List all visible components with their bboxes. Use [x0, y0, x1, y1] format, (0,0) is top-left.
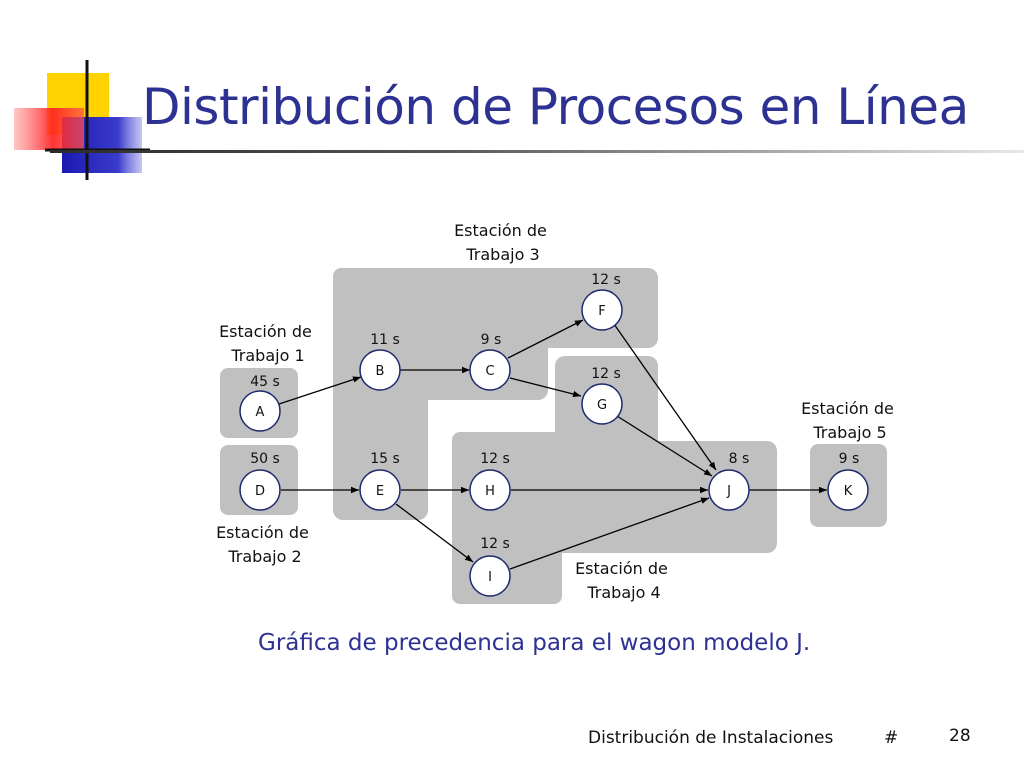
task-label-G: G: [597, 398, 607, 413]
task-time-C: 9 s: [481, 332, 502, 348]
task-label-C: C: [485, 364, 494, 379]
task-node-F: F: [581, 289, 623, 331]
task-label-K: K: [844, 484, 853, 499]
task-label-H: H: [485, 484, 495, 499]
task-label-I: I: [488, 570, 492, 585]
task-times: 45 s 11 s 9 s 50 s 15 s 12 s 12 s 12 s 1…: [250, 272, 859, 552]
task-time-F: 12 s: [591, 272, 621, 288]
station-5-label: Estación de Trabajo 5: [801, 399, 899, 442]
edge-C-G: [509, 377, 582, 398]
task-time-K: 9 s: [839, 451, 860, 467]
task-time-I: 12 s: [480, 536, 510, 552]
task-node-E: E: [359, 469, 401, 511]
edge-E-I: [395, 503, 474, 563]
station-4-region: [452, 356, 777, 604]
slide-title: Distribución de Procesos en Línea: [142, 78, 969, 136]
task-time-A: 45 s: [250, 374, 280, 390]
task-label-D: D: [255, 484, 265, 499]
edge-A-B: [278, 376, 362, 405]
footer-text: Distribución de Instalaciones: [588, 728, 834, 748]
page-number: 28: [949, 726, 971, 746]
task-node-K: K: [827, 469, 869, 511]
task-node-J: J: [708, 469, 750, 511]
task-node-I: I: [469, 555, 511, 597]
task-node-B: B: [359, 349, 401, 391]
task-time-J: 8 s: [729, 451, 750, 467]
task-nodes: A B C D E F G H: [239, 289, 869, 597]
station-3-region: [333, 268, 658, 520]
task-label-E: E: [376, 484, 384, 499]
task-node-G: G: [581, 383, 623, 425]
task-time-B: 11 s: [370, 332, 400, 348]
edge-F-J: [613, 323, 717, 471]
station-1-label: Estación de Trabajo 1: [219, 322, 317, 365]
task-time-D: 50 s: [250, 451, 280, 467]
task-node-H: H: [469, 469, 511, 511]
task-time-G: 12 s: [591, 366, 621, 382]
task-node-D: D: [239, 469, 281, 511]
edge-C-F: [507, 319, 584, 359]
task-time-E: 15 s: [370, 451, 400, 467]
station-3-label: Estación de Trabajo 3: [454, 221, 552, 264]
station-2-label: Estación de Trabajo 2: [216, 523, 314, 566]
task-label-A: A: [256, 405, 265, 420]
diagram-caption: Gráfica de precedencia para el wagon mod…: [258, 630, 811, 656]
precedence-edges: [278, 319, 827, 570]
footer-hash: #: [884, 728, 899, 748]
task-label-J: J: [726, 484, 731, 499]
task-label-B: B: [376, 364, 385, 379]
title-divider: [50, 150, 1024, 153]
task-node-A: A: [239, 390, 281, 432]
station-labels: Estación de Trabajo 1 Estación de Trabaj…: [216, 221, 899, 602]
edge-G-J: [616, 415, 713, 477]
edge-I-J: [509, 497, 710, 570]
task-time-H: 12 s: [480, 451, 510, 467]
task-label-F: F: [598, 304, 605, 319]
task-node-C: C: [469, 349, 511, 391]
station-4-label: Estación de Trabajo 4: [575, 559, 673, 602]
